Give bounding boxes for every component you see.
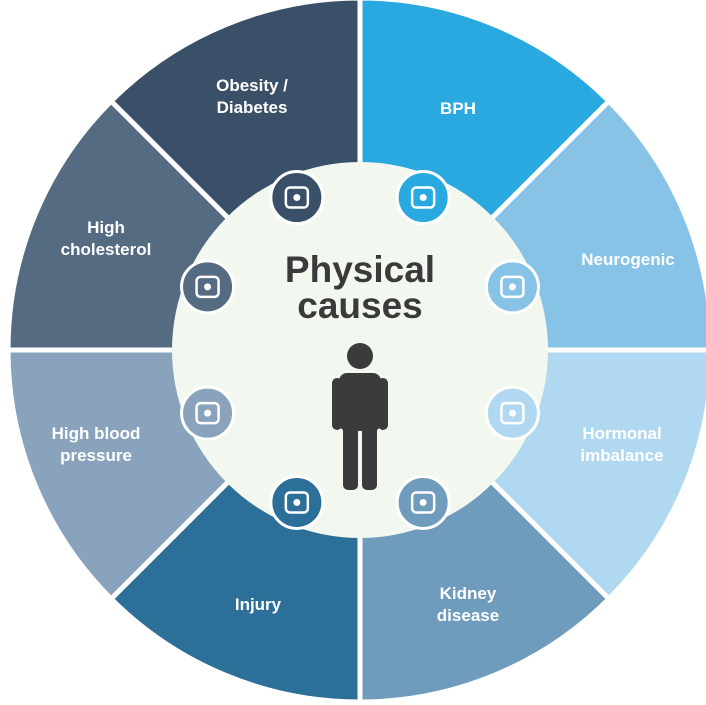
segment-label-neurogenic: Neurogenic [581, 250, 675, 269]
artery-plaque-icon [180, 259, 236, 315]
person-icon [332, 343, 388, 490]
blood-pressure-monitor-icon [180, 385, 236, 441]
brain-icon [484, 259, 540, 315]
segment-label-hormonal-imbalance-line1: Hormonal [582, 424, 661, 443]
segment-label-hormonal-imbalance-line2: imbalance [580, 446, 663, 465]
segment-label-bph: BPH [440, 99, 476, 118]
segment-label-obesity-diabetes-line2: Diabetes [217, 98, 288, 117]
prostate-icon [395, 170, 451, 226]
kidney-icon [395, 474, 451, 530]
segment-label-injury: Injury [235, 595, 282, 614]
segment-label-high-cholesterol-line2: cholesterol [61, 240, 152, 259]
segment-label-kidney-disease-line2: disease [437, 606, 499, 625]
first-aid-kit-icon [269, 474, 325, 530]
segment-label-kidney-disease-line1: Kidney [440, 584, 497, 603]
segment-label-high-blood-pressure-line2: pressure [60, 446, 132, 465]
center-title-line1: Physical [285, 249, 435, 290]
segment-icons [180, 170, 540, 530]
segment-label-obesity-diabetes-line1: Obesity / [216, 76, 288, 95]
glucose-meter-icon [269, 170, 325, 226]
center-title-line2: causes [297, 285, 423, 326]
segment-label-high-cholesterol-line1: High [87, 218, 125, 237]
segment-label-high-blood-pressure-line1: High blood [52, 424, 141, 443]
gender-symbol-icon [484, 385, 540, 441]
